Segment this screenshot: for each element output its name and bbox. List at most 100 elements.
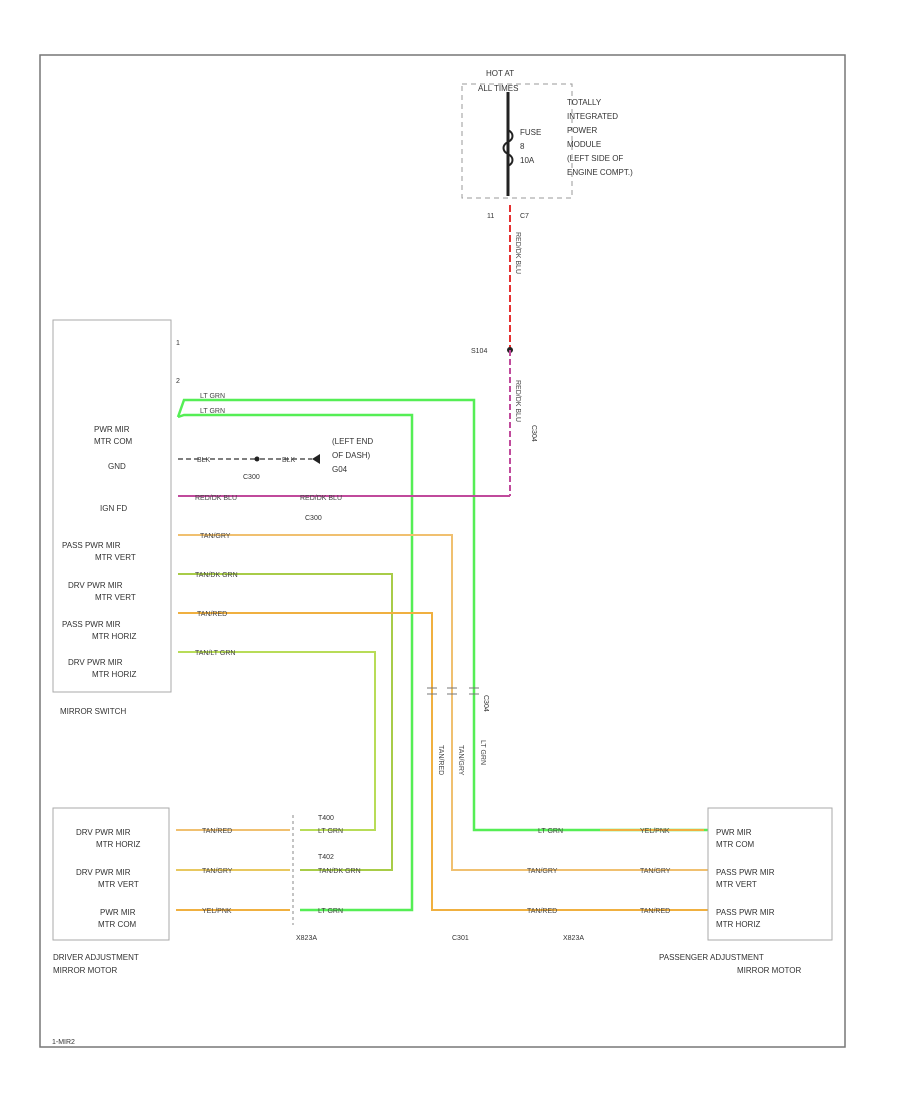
pass-row-com-2: MTR COM — [716, 840, 755, 849]
drv-tan-red-label: TAN/RED — [202, 828, 232, 835]
fuse-rating: 10A — [520, 156, 535, 165]
drv-row-horiz-1: DRV PWR MIR — [76, 828, 131, 837]
driver-motor-title-2: MIRROR MOTOR — [53, 966, 118, 975]
lt-grn-wire-outer — [176, 398, 712, 832]
t402-label: T402 — [318, 854, 334, 861]
diagram-frame — [39, 54, 846, 1048]
switch-label-drv-horiz-1: DRV PWR MIR — [68, 658, 123, 667]
tipm-pin-c7: C7 — [520, 213, 529, 220]
c304-label: C304 — [482, 695, 489, 712]
lt-grn-label-1: LT GRN — [200, 393, 225, 400]
t400-label: T400 — [318, 815, 334, 822]
switch-label-pass-horiz-1: PASS PWR MIR — [62, 620, 121, 629]
pass-lt-grn-label: LT GRN — [538, 828, 563, 835]
switch-label-pwr-com-2: MTR COM — [94, 437, 133, 446]
pass-row-com-1: PWR MIR — [716, 828, 752, 837]
lt-grn-label-2: LT GRN — [200, 408, 225, 415]
switch-label-pass-horiz-2: MTR HORIZ — [92, 632, 137, 641]
pass-motor-title-1: PASSENGER ADJUSTMENT — [659, 953, 764, 962]
pass-yel-pnk-label: YEL/PNK — [640, 828, 670, 835]
passenger-motor: PASSENGER ADJUSTMENT MIRROR MOTOR PWR MI… — [659, 807, 833, 975]
drv-com-lt-grn-label: LT GRN — [318, 908, 343, 915]
tipm-pin-11: 11 — [487, 213, 494, 220]
ground-line-0: (LEFT END — [332, 437, 373, 446]
tipm-line-4: (LEFT SIDE OF — [567, 154, 623, 163]
drv-yel-pnk-label: YEL/PNK — [202, 908, 232, 915]
splice-s104: S104 — [471, 348, 487, 355]
tipm-line-3: MODULE — [567, 140, 601, 149]
tan-red-label-vert: TAN/RED — [437, 745, 444, 775]
tan-gry-label: TAN/GRY — [200, 533, 231, 540]
ground-line-1: OF DASH) — [332, 451, 371, 460]
drv-tan-gry-label: TAN/GRY — [202, 868, 233, 875]
pass-row-vert-1: PASS PWR MIR — [716, 868, 775, 877]
switch-label-drv-horiz-2: MTR HORIZ — [92, 670, 137, 679]
tipm-module: HOT AT ALL TIMES TOTALLY INTEGRATED POWE… — [461, 69, 633, 220]
tan-lt-grn-wire — [178, 651, 376, 831]
red-blu-label-1: RED/DK BLU — [195, 495, 237, 502]
driver-connector-label: X823A — [296, 935, 317, 942]
switch-label-pass-vert-1: PASS PWR MIR — [62, 541, 121, 550]
mirror-switch-title: MIRROR SWITCH — [60, 707, 126, 716]
c301-vertical-marks — [427, 687, 479, 695]
blk-label-2: BLK — [282, 457, 296, 464]
drv-row-vert-2: MTR VERT — [98, 880, 139, 889]
switch-label-drv-vert-2: MTR VERT — [95, 593, 136, 602]
ground-arrow-icon — [312, 454, 320, 464]
hot-at-label: HOT AT — [486, 69, 514, 78]
ign-feed-vertical-label: RED/DK BLU — [514, 380, 521, 422]
tan-gry-label-pass: TAN/GRY — [527, 868, 558, 875]
pass-row-horiz-2: MTR HORIZ — [716, 920, 761, 929]
tipm-line-2: POWER — [567, 126, 597, 135]
tan-dk-grn-wire — [178, 573, 393, 871]
lt-grn-label-vert: LT GRN — [479, 740, 486, 765]
hot-at-label-2: ALL TIMES — [478, 84, 518, 93]
pass-row-vert-2: MTR VERT — [716, 880, 757, 889]
switch-label-pwr-com-1: PWR MIR — [94, 425, 130, 434]
tan-dk-grn-label: TAN/DK GRN — [195, 572, 238, 579]
tan-red-label-pass-2: TAN/RED — [640, 908, 670, 915]
tan-red-wire — [178, 612, 712, 911]
c301-label: C301 — [452, 935, 469, 942]
switch-pin-1: 1 — [176, 340, 180, 347]
tan-lt-grn-label: TAN/LT GRN — [195, 650, 235, 657]
switch-label-ign: IGN FD — [100, 504, 127, 513]
drv-row-horiz-2: MTR HORIZ — [96, 840, 141, 849]
drv-row-com-2: MTR COM — [98, 920, 137, 929]
mirror-switch: MIRROR SWITCH 1 2 PWR MIR MTR COM GND IG… — [52, 319, 180, 716]
pass-row-horiz-1: PASS PWR MIR — [716, 908, 775, 917]
tipm-line-5: ENGINE COMPT.) — [567, 168, 633, 177]
fuse-number: 8 — [520, 142, 525, 151]
red-blu-label-2: RED/DK BLU — [300, 495, 342, 502]
gnd-splice-dot — [254, 456, 260, 462]
tan-gry-label-vert: TAN/GRY — [457, 745, 464, 776]
fuse-label: FUSE — [520, 128, 541, 137]
driver-motor: DRIVER ADJUSTMENT MIRROR MOTOR DRV PWR M… — [52, 807, 170, 975]
power-feed-label: RED/DK BLU — [514, 232, 521, 274]
drv-dk-grn-label: TAN/DK GRN — [318, 868, 361, 875]
pass-motor-title-2: MIRROR MOTOR — [737, 966, 802, 975]
c300-label-gnd: C300 — [243, 474, 260, 481]
switch-label-pass-vert-2: MTR VERT — [95, 553, 136, 562]
driver-motor-title-1: DRIVER ADJUSTMENT — [53, 953, 139, 962]
fuse-symbol — [502, 129, 514, 167]
pass-connector-label: X823A — [563, 935, 584, 942]
tan-red-label-pass-1: TAN/RED — [527, 908, 557, 915]
lt-grn-wire-inner — [177, 413, 414, 912]
pass-tan-gry-label: TAN/GRY — [640, 868, 671, 875]
drv-lt-grn-label: LT GRN — [318, 828, 343, 835]
corner-label: 1-MIR2 — [52, 1039, 75, 1046]
tipm-line-1: INTEGRATED — [567, 112, 618, 121]
switch-label-gnd: GND — [108, 462, 126, 471]
vert-connector-label: C304 — [530, 425, 537, 442]
tipm-line-0: TOTALLY — [567, 98, 602, 107]
switch-pin-2: 2 — [176, 378, 180, 385]
tan-gry-wire — [178, 534, 712, 871]
blk-label-1: BLK — [197, 457, 211, 464]
drv-row-vert-1: DRV PWR MIR — [76, 868, 131, 877]
tan-red-label: TAN/RED — [197, 611, 227, 618]
ground-line-2: G04 — [332, 465, 348, 474]
switch-label-drv-vert-1: DRV PWR MIR — [68, 581, 123, 590]
drv-row-com-1: PWR MIR — [100, 908, 136, 917]
